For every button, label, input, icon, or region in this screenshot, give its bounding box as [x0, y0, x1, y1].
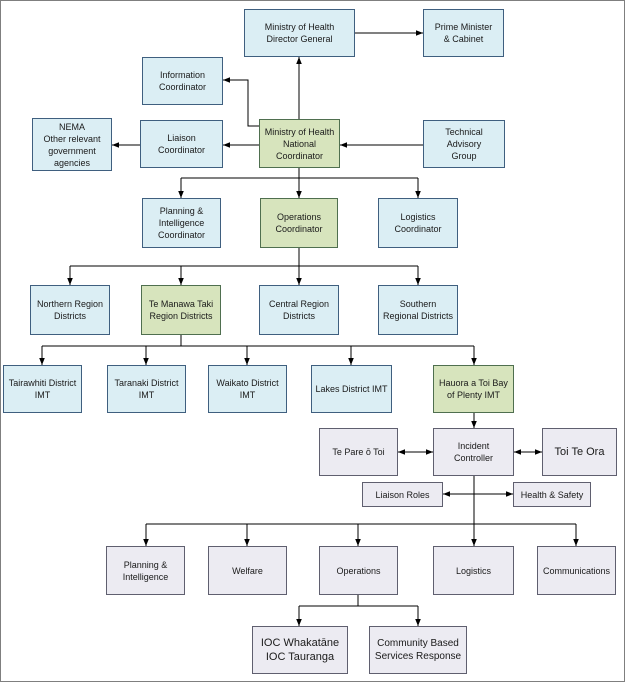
liaison-roles-box: Liaison Roles — [362, 482, 443, 507]
welfare-box: Welfare — [208, 546, 287, 595]
waikato-box: Waikato District IMT — [208, 365, 287, 413]
te-pare-box: Te Pare ō Toi — [319, 428, 398, 476]
planning-intelligence-coordinator-box: Planning & Intelligence Coordinator — [142, 198, 221, 248]
tairawhiti-box: Tairawhiti District IMT — [3, 365, 82, 413]
communications-box: Communications — [537, 546, 616, 595]
toi-te-ora-box: Toi Te Ora — [542, 428, 617, 476]
te-manawa-taki-box: Te Manawa Taki Region Districts — [141, 285, 221, 335]
taranaki-box: Taranaki District IMT — [107, 365, 186, 413]
planning-intelligence-box: Planning & Intelligence — [106, 546, 185, 595]
nema-box: NEMA Other relevant government agencies — [32, 118, 112, 171]
hauora-box: Hauora a Toi Bay of Plenty IMT — [433, 365, 514, 413]
logistics-coordinator-box: Logistics Coordinator — [378, 198, 458, 248]
operations-box: Operations — [319, 546, 398, 595]
southern-regional-box: Southern Regional Districts — [378, 285, 458, 335]
operations-coordinator-box: Operations Coordinator — [260, 198, 338, 248]
incident-controller-box: Incident Controller — [433, 428, 514, 476]
director-general-box: Ministry of Health Director General — [244, 9, 355, 57]
prime-minister-box: Prime Minister & Cabinet — [423, 9, 504, 57]
link-national-to-information — [223, 77, 259, 127]
health-safety-box: Health & Safety — [513, 482, 591, 507]
northern-region-box: Northern Region Districts — [30, 285, 110, 335]
liaison-coordinator-box: Liaison Coordinator — [140, 120, 223, 168]
community-based-box: Community Based Services Response — [369, 626, 467, 674]
central-region-box: Central Region Districts — [259, 285, 339, 335]
information-coordinator-box: Information Coordinator — [142, 57, 223, 105]
logistics-box: Logistics — [433, 546, 514, 595]
national-coordinator-box: Ministry of Health National Coordinator — [259, 119, 340, 168]
ioc-box: IOC Whakatāne IOC Tauranga — [252, 626, 348, 674]
lakes-box: Lakes District IMT — [311, 365, 392, 413]
technical-advisory-box: Technical Advisory Group — [423, 120, 505, 168]
